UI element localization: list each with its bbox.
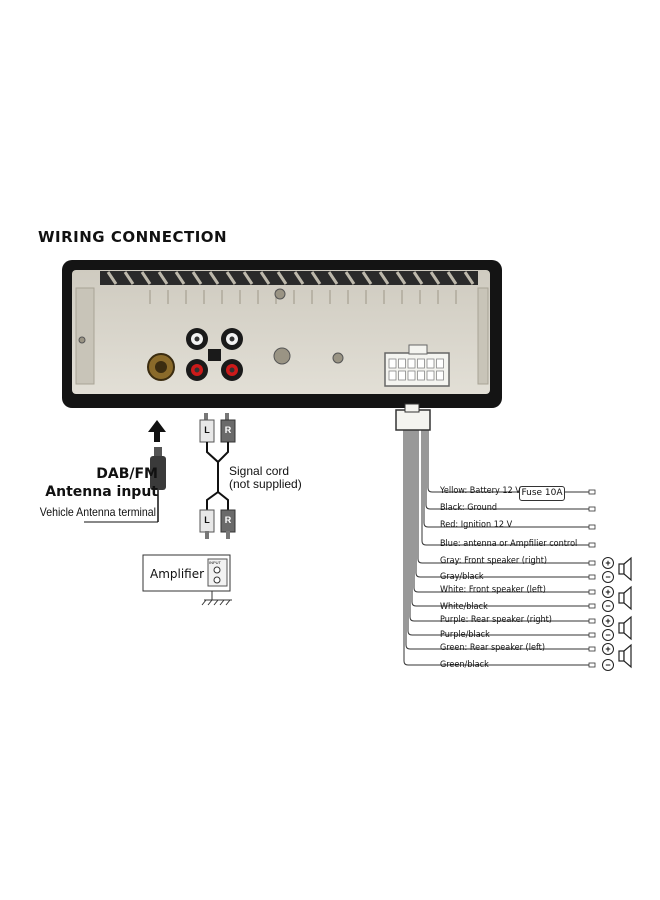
rca-output-jacks xyxy=(186,328,243,381)
wire-line xyxy=(423,430,595,528)
plug-letter-right-top: R xyxy=(224,425,232,435)
wire-label-white-black: White/black xyxy=(440,602,488,612)
harness-socket xyxy=(384,344,450,387)
wire-line xyxy=(427,430,595,493)
antenna-socket xyxy=(147,353,175,381)
wire-line xyxy=(425,430,595,510)
speaker-icon xyxy=(618,585,632,611)
positive-terminal-icon: + xyxy=(602,643,614,655)
amplifier-input-label: INPUT xyxy=(209,560,221,565)
speaker-icon xyxy=(618,615,632,641)
wire-label-blue: Blue: antenna or Ampfilier control xyxy=(440,539,578,549)
wire-label-purple-black: Purple/black xyxy=(440,630,490,640)
wire-line xyxy=(413,430,595,593)
fuse-label: Fuse 10A xyxy=(519,486,565,501)
wire-line xyxy=(417,430,595,564)
negative-terminal-icon: − xyxy=(602,659,614,671)
negative-terminal-icon: − xyxy=(602,571,614,583)
rca-plug-right-bottom xyxy=(220,509,236,539)
negative-terminal-icon: − xyxy=(602,600,614,612)
plug-letter-left-bottom: L xyxy=(204,515,210,525)
plug-letter-left-top: L xyxy=(204,425,210,435)
positive-terminal-icon: + xyxy=(602,615,614,627)
plug-letter-right-bottom: R xyxy=(224,515,232,525)
harness-plug xyxy=(395,403,431,431)
wire-label-purple: Purple: Rear speaker (right) xyxy=(440,615,552,625)
rca-plug-left-bottom xyxy=(199,509,215,539)
wire-label-white: White: Front speaker (left) xyxy=(440,585,546,595)
wire-label-black: Black: Ground xyxy=(440,503,498,513)
antenna-plug xyxy=(84,447,166,523)
wire-label-red: Red: Ignition 12 V xyxy=(440,520,513,530)
antenna-title-line1: DAB/FM xyxy=(96,466,158,482)
wire-line xyxy=(405,430,595,650)
signal-cord-label: Signal cord xyxy=(229,464,290,478)
wire-line xyxy=(409,430,595,622)
wire-line xyxy=(411,430,595,607)
signal-cord-note: (not supplied) xyxy=(229,477,302,491)
wire-line xyxy=(407,430,595,636)
positive-terminal-icon: + xyxy=(602,557,614,569)
wire-label-green-black: Green/black xyxy=(440,660,489,670)
wire-label-gray-black: Gray/black xyxy=(440,572,484,582)
ground-symbol xyxy=(201,591,232,606)
wire-line xyxy=(415,430,595,578)
speaker-icon xyxy=(618,556,632,582)
wire-label-gray: Gray: Front speaker (right) xyxy=(440,556,548,566)
wire-line xyxy=(403,430,595,666)
negative-terminal-icon: − xyxy=(602,629,614,641)
positive-terminal-icon: + xyxy=(602,586,614,598)
amplifier-label: Amplifier xyxy=(150,567,205,581)
antenna-arrow xyxy=(148,420,166,442)
speaker-icon xyxy=(618,643,632,669)
panel-screws xyxy=(78,288,344,365)
wire-line xyxy=(421,430,595,546)
antenna-title-line2: Antenna input xyxy=(45,484,158,500)
wire-label-green: Green: Rear speaker (left) xyxy=(440,643,545,653)
diagram-title: WIRING CONNECTION xyxy=(38,228,228,246)
antenna-subtitle: Vehicle Antenna terminal xyxy=(39,505,156,519)
wire-label-yellow: Yellow: Battery 12 V xyxy=(440,486,521,496)
rca-plug-left-top xyxy=(199,413,215,443)
